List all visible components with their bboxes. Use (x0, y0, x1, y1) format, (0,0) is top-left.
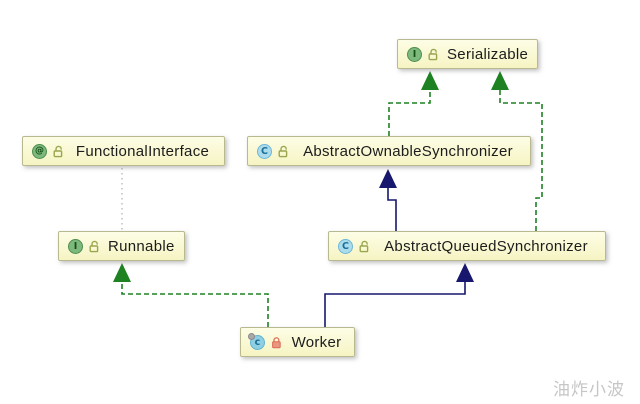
public-open-lock-icon (89, 240, 99, 252)
class-name-label: Serializable (447, 45, 529, 63)
edge-worker-implements-runnable (121, 282, 269, 327)
annotation-icon: @ (32, 143, 47, 159)
class-name-label: Runnable (108, 237, 175, 255)
class-icon: C (338, 238, 353, 254)
class-name-label: FunctionalInterface (75, 142, 210, 160)
class-node-abstractownablesynchronizer[interactable]: C AbstractOwnableSynchronizer (247, 136, 531, 166)
inner-class-letter: c (254, 336, 261, 348)
arrowhead-implements-serializable-right (491, 71, 509, 90)
watermark-text: 油炸小波 (553, 380, 625, 399)
arrowhead-implements-serializable-left (421, 71, 439, 90)
class-icon: C (257, 143, 272, 159)
edge-aqs-extends-aos (387, 188, 397, 231)
class-node-functionalinterface[interactable]: @ FunctionalInterface (22, 136, 225, 166)
public-open-lock-icon (278, 145, 288, 157)
public-open-lock-icon (428, 48, 438, 60)
class-node-serializable[interactable]: I Serializable (397, 39, 538, 69)
public-open-lock-icon (53, 145, 63, 157)
inner-class-marker-dot (248, 332, 255, 340)
arrowhead-implements-runnable (113, 263, 131, 282)
class-name-label: AbstractQueuedSynchronizer (384, 237, 588, 255)
class-node-worker[interactable]: c Worker (240, 327, 355, 357)
interface-icon: I (68, 238, 83, 254)
class-node-runnable[interactable]: I Runnable (58, 231, 185, 261)
class-name-label: Worker (291, 333, 342, 351)
private-closed-lock-icon (272, 336, 281, 348)
edge-aos-implements-serializable (388, 90, 431, 136)
class-name-label: AbstractOwnableSynchronizer (303, 142, 513, 160)
class-node-abstractqueuedsynchronizer[interactable]: C AbstractQueuedSynchronizer (328, 231, 606, 261)
arrowhead-extends-aos (379, 169, 397, 188)
interface-icon: I (407, 46, 422, 62)
edge-worker-extends-aqs (324, 282, 466, 327)
arrowhead-extends-aqs (456, 263, 474, 282)
public-open-lock-icon (359, 240, 369, 252)
inner-class-icon: c (248, 332, 265, 350)
